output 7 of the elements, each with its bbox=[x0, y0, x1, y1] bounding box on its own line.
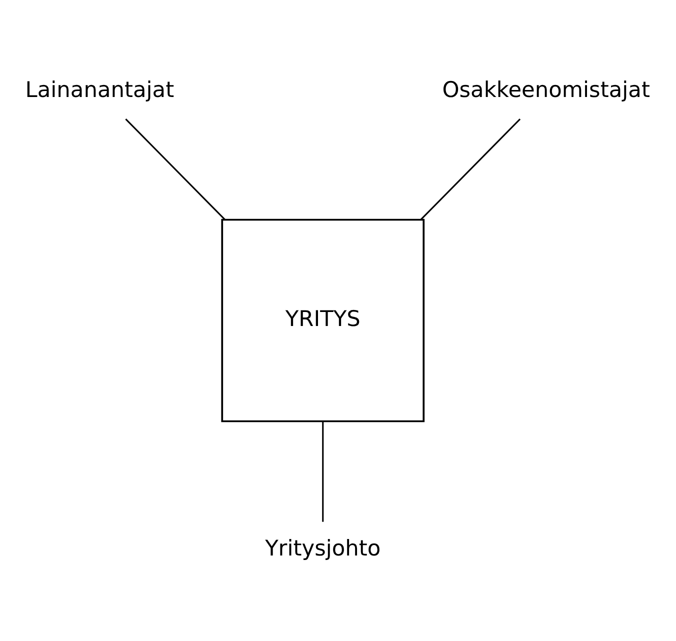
connector bbox=[322, 421, 324, 522]
node-text: Lainanantajat bbox=[25, 78, 174, 103]
connector bbox=[125, 118, 226, 220]
node-text: Osakkeenomistajat bbox=[442, 78, 650, 103]
node-text: Yritysjohto bbox=[265, 536, 381, 562]
connector bbox=[420, 118, 521, 220]
node-box: YRITYS bbox=[221, 218, 425, 422]
